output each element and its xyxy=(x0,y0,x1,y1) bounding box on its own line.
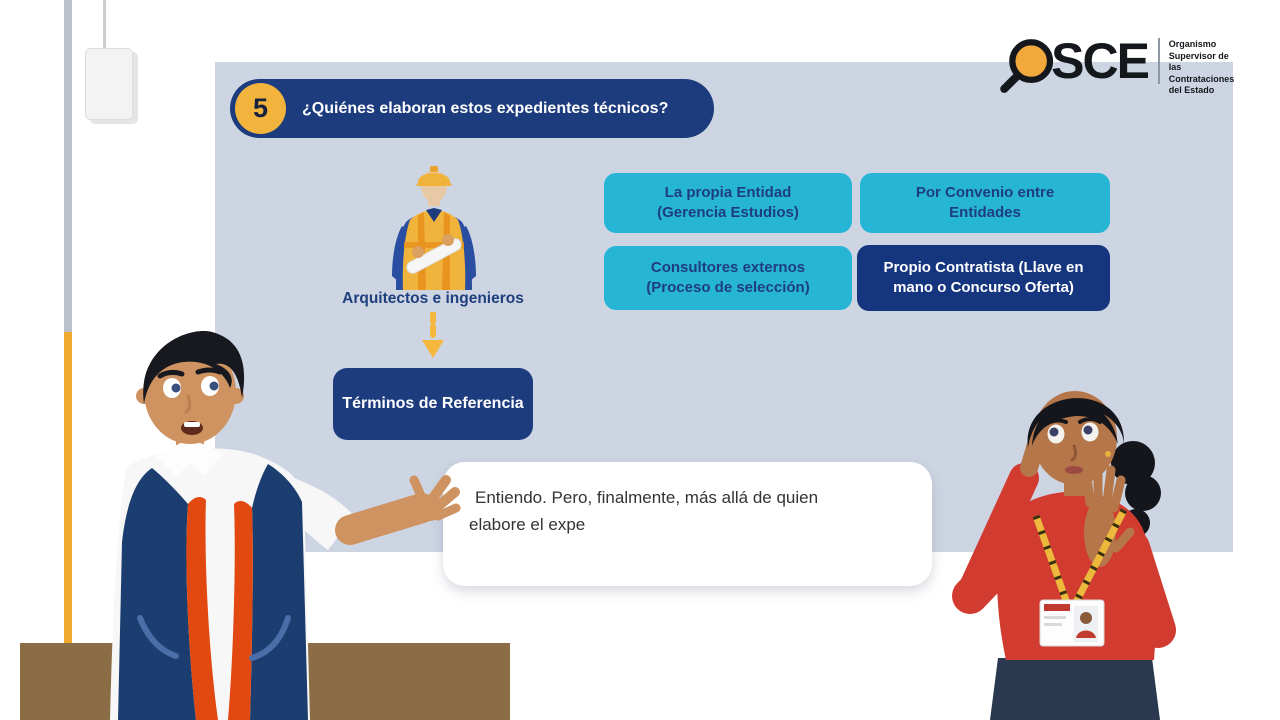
magnifier-o-icon xyxy=(1000,39,1054,93)
down-arrow-icon xyxy=(422,312,444,358)
option-label: Consultores externos (Proceso de selecci… xyxy=(646,258,810,296)
outcome-box: Términos de Referencia xyxy=(333,368,533,440)
figure-caption: Arquitectos e ingenieros xyxy=(342,290,524,307)
option-card-contratista: Propio Contratista (Llave en mano o Conc… xyxy=(857,245,1110,311)
logo-org-line: Supervisor de las xyxy=(1168,50,1229,73)
option-label: Por Convenio entre Entidades xyxy=(915,183,1055,221)
speech-bubble: Entiendo. Pero, finalmente, más allá de … xyxy=(443,462,932,586)
slide-title: ¿Quiénes elaboran estos expedientes técn… xyxy=(302,99,669,117)
wall-device xyxy=(85,48,133,120)
step-number-badge: 5 xyxy=(235,83,286,134)
option-card-convenio: Por Convenio entre Entidades xyxy=(860,173,1110,233)
slide-title-banner: 5 ¿Quiénes elaboran estos expedientes té… xyxy=(230,79,714,138)
logo-org-line: Organismo xyxy=(1168,39,1217,49)
option-card-entidad: La propia Entidad (Gerencia Estudios) xyxy=(604,173,852,233)
option-label: La propia Entidad (Gerencia Estudios) xyxy=(657,183,799,221)
osce-logo: SCE Organismo Supervisor de las Contrata… xyxy=(998,28,1236,96)
man-character xyxy=(110,331,461,720)
logo-org-name: Organismo Supervisor de las Contratacion… xyxy=(1169,28,1236,96)
logo-org-line: del Estado xyxy=(1168,85,1215,95)
option-label: Propio Contratista (Llave en mano o Conc… xyxy=(883,258,1084,296)
woman-character xyxy=(952,391,1176,720)
id-badge xyxy=(1039,599,1105,647)
background-pole-gray xyxy=(64,0,72,332)
logo-org-line: Contrataciones xyxy=(1168,73,1235,84)
wall-device-wire xyxy=(103,0,106,52)
speech-text: Entiendo. Pero, finalmente, más allá de … xyxy=(469,488,819,534)
option-card-consultores: Consultores externos (Proceso de selecci… xyxy=(604,246,852,310)
logo-acronym: SCE xyxy=(1051,33,1150,89)
logo-divider xyxy=(1157,38,1160,84)
engineer-illustration xyxy=(392,166,476,290)
background-pole-yellow xyxy=(64,332,72,643)
background-shelf-strip xyxy=(2,0,26,720)
